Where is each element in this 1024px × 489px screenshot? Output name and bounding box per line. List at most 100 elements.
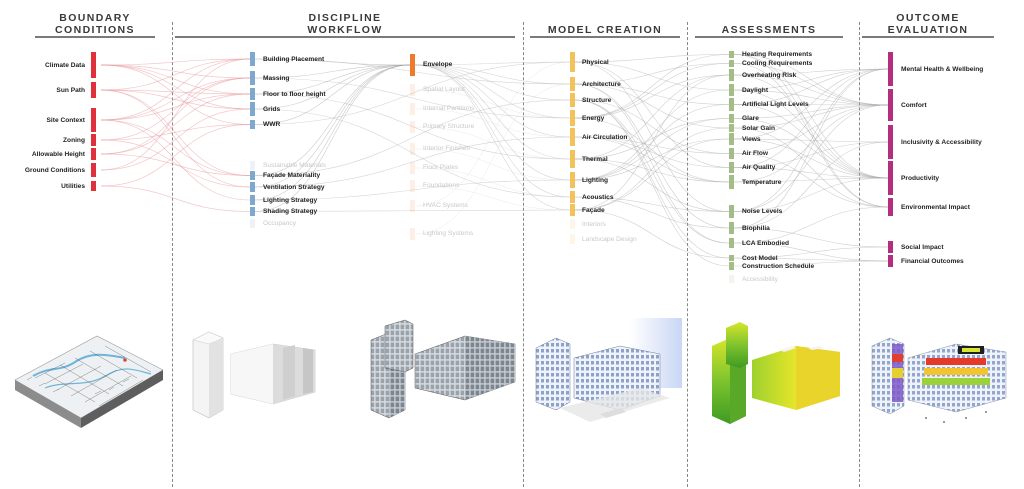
model-bar-acoustics [570,191,575,203]
header-boundary-line2: CONDITIONS [55,24,135,36]
flow-boundary-to-discipline [100,185,251,212]
flow-discipline-to-model [254,108,571,198]
flow-discipline-to-envelope [254,64,411,201]
discipline-label-wwr: WWR [263,121,281,128]
flow-assessment-to-outcome [733,127,889,208]
flow-boundary-to-discipline [100,89,251,110]
outcome-label-environmental-impact: Environmental Impact [901,203,970,211]
model-bar-structure [570,93,575,107]
boundary-label-ground-conditions: Ground Conditions [24,166,85,174]
assessment-label-heating-requirements: Heating Requirements [742,51,812,58]
flow-assessment-to-outcome [733,104,889,179]
model-label-architecture: Architecture [582,80,621,88]
boundary-bar-site-context [91,108,96,132]
discipline-bar-ventilation-strategy [250,182,255,192]
flow-discipline-to-model [254,179,571,201]
flow-model-to-assessment [574,54,730,63]
flow-model-to-assessment [574,138,730,211]
flow-assessment-to-outcome [733,68,889,105]
assessment-label-daylight: Daylight [742,86,769,94]
flow-envelope-to-model [414,64,571,85]
flow-discipline-to-envelope [254,64,411,212]
building-model-image [535,318,682,422]
flow-assessment-to-outcome [733,257,889,262]
envelope-faded-label-interior-finishes: Interior Finishes [423,145,470,152]
outcome-bar-inclusivity-accessibility [888,125,893,159]
flow-envelope-faded-to-model [414,83,571,235]
discipline-bar-faded-sustainable-materials [250,161,255,170]
model-faded-bar-landscape-design [570,234,575,244]
flow-model-to-assessment [574,89,730,181]
discipline-label-grids: Grids [263,105,281,113]
envelope-faded-label-hvac-systems: HVAC Systems [423,202,468,209]
assessment-label-lca-embodied: LCA Embodied [742,239,790,247]
assessment-label-biophilia: Biophilia [742,224,770,232]
envelope-faded-bar-interior-finishes [410,143,415,155]
flow-model-to-assessment [574,61,730,168]
model-label-thermal: Thermal [582,155,608,163]
envelope-bar [410,54,415,76]
model-label-air-circulation: Air Circulation [582,133,628,141]
flow-boundary-to-discipline [100,124,251,141]
model-bar-fa-ade [570,204,575,216]
flow-discipline-to-model [254,93,571,160]
model-bar-air-circulation [570,128,575,146]
discipline-label-building-placement: Building Placement [263,55,325,63]
flow-boundary-to-discipline [100,153,251,176]
discipline-bar-fa-ade-materiality [250,171,255,180]
outcome-heatmap-image [871,337,1007,423]
discipline-bar-grids [250,102,255,116]
discipline-label-massing: Massing [263,74,290,82]
header-assessments: ASSESSMENTS [695,24,843,36]
flow-boundary-to-discipline [100,58,251,171]
flow-discipline-to-model [254,99,571,176]
flow-model-to-assessment [574,209,730,259]
boundary-label-allowable-height: Allowable Height [31,150,85,158]
flow-envelope-faded-to-model [414,167,571,198]
assessment-bar-construction-schedule [729,262,734,270]
envelope-faded-bar-lighting-systems [410,228,415,240]
assessment-label-glare: Glare [742,115,759,122]
assessment-bar-solar-gain [729,124,734,132]
outcome-label-inclusivity-accessibility: Inclusivity & Accessibility [901,138,982,146]
assessment-label-cost-model: Cost Model [742,254,778,262]
flow-model-to-assessment [574,61,730,91]
discipline-label-ventilation-strategy: Ventilation Strategy [263,183,325,191]
separator-1 [172,22,173,487]
header-outcome-line1: OUTCOME [896,12,960,24]
flow-assessment-to-outcome [733,63,889,208]
flow-assessment-to-outcome [733,177,889,183]
discipline-label-fa-ade-materiality: Façade Materiality [263,172,321,179]
flow-model-to-assessment [574,74,730,211]
header-outcome-evaluation: OUTCOME EVALUATION [862,12,994,36]
model-label-energy: Energy [582,114,605,122]
flow-assessment-to-outcome [733,68,889,91]
header-model-creation: MODEL CREATION [530,24,680,36]
assessment-faded-label-accessibility: Accessibility [742,276,778,283]
flow-boundary-to-discipline [100,64,251,110]
model-bar-architecture [570,77,575,91]
flow-model-to-assessment [574,196,730,212]
header-model-rule [530,36,680,38]
assessment-bar-air-quality [729,162,734,173]
discipline-bar-building-placement [250,52,255,66]
flow-model-to-assessment [574,196,730,229]
model-bar-lighting [570,172,575,188]
flow-discipline-to-envelope [254,64,411,110]
model-label-lighting: Lighting [582,176,608,184]
flow-assessment-to-outcome [733,104,889,154]
model-label-physical: Physical [582,58,609,66]
flow-envelope-to-model [414,64,571,119]
flow-envelope-to-model [414,61,571,66]
flow-assessment-to-outcome [733,242,889,262]
flow-model-to-assessment [574,63,730,119]
assessment-label-views: Views [742,135,761,143]
flow-envelope-to-model [414,64,571,138]
outcome-bar-comfort [888,89,893,121]
flow-discipline-to-envelope [254,64,411,188]
flow-boundary-to-discipline [100,89,251,188]
flow-discipline-to-envelope [254,58,411,66]
envelope-label: Envelope [423,61,453,68]
assessment-bar-overheating-risk [729,69,734,81]
model-label-structure: Structure [582,96,612,104]
